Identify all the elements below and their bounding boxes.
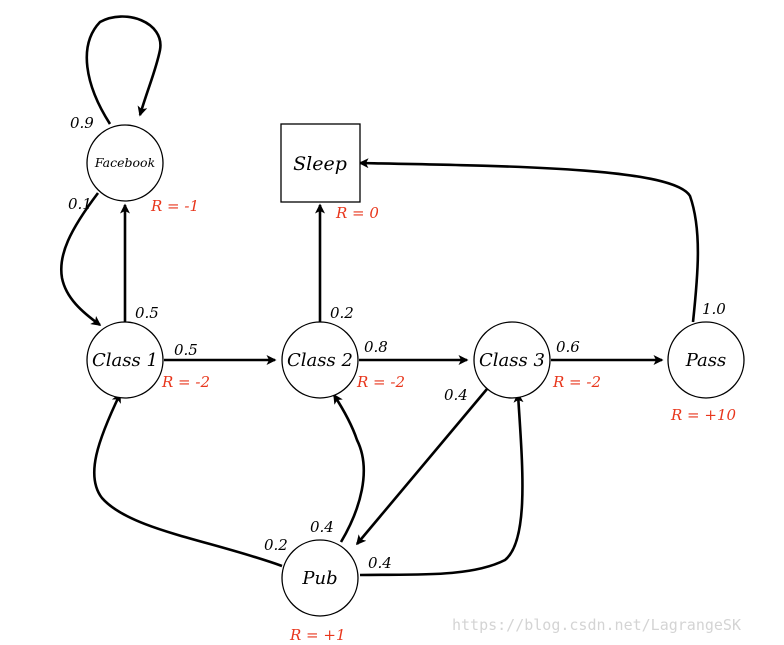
node-class2-circle xyxy=(281,321,359,399)
prob-label-pub-class2: 0.4 xyxy=(310,518,334,536)
reward-label-pass: R = +10 xyxy=(670,406,737,424)
reward-label-class2: R = -2 xyxy=(356,373,405,391)
node-class3-label: Class 3 xyxy=(479,350,545,371)
prob-label-class3-pass: 0.6 xyxy=(556,338,580,356)
edge-class3-to-pub xyxy=(356,388,488,546)
node-pub-circle xyxy=(281,539,359,617)
reward-label-class3: R = -2 xyxy=(552,373,601,391)
node-sleep-label: Sleep xyxy=(293,153,347,175)
node-pass: Pass xyxy=(667,321,745,399)
prob-label-class1-class2: 0.5 xyxy=(174,341,198,359)
edge-facebook-to-class1 xyxy=(59,192,102,327)
edge-pub-to-class2 xyxy=(332,393,365,543)
watermark-url: https://blog.csdn.net/LagrangeSK xyxy=(452,616,741,634)
node-class2-label: Class 2 xyxy=(287,350,353,371)
prob-label-class3-pub: 0.4 xyxy=(444,386,468,404)
node-sleep: Sleep xyxy=(280,123,361,203)
node-class2: Class 2 xyxy=(281,321,359,399)
node-class3-circle xyxy=(473,321,551,399)
prob-label-class2-class3: 0.8 xyxy=(364,338,388,356)
prob-label-pub-class1: 0.2 xyxy=(264,536,288,554)
node-pass-circle xyxy=(667,321,745,399)
prob-label-facebook-class1: 0.1 xyxy=(68,195,92,213)
prob-label-facebook-self: 0.9 xyxy=(70,114,94,132)
node-class1-circle xyxy=(86,321,164,399)
edge-pass-to-sleep xyxy=(358,158,700,323)
prob-label-pass-sleep: 1.0 xyxy=(702,300,726,318)
prob-label-class1-facebook: 0.5 xyxy=(135,304,159,322)
edge-pub-to-class3 xyxy=(359,392,524,577)
node-pass-label: Pass xyxy=(685,350,727,371)
node-class1: Class 1 xyxy=(86,321,164,399)
reward-label-pub: R = +1 xyxy=(289,626,346,644)
node-sleep-square xyxy=(280,123,361,203)
node-facebook: Facebook xyxy=(86,124,164,202)
node-facebook-label: Facebook xyxy=(94,155,155,170)
node-facebook-circle xyxy=(86,124,164,202)
node-class3: Class 3 xyxy=(473,321,551,399)
node-class1-label: Class 1 xyxy=(92,350,158,371)
prob-label-pub-class3: 0.4 xyxy=(368,554,392,572)
node-pub: Pub xyxy=(281,539,359,617)
prob-label-class2-sleep: 0.2 xyxy=(330,304,354,322)
reward-label-facebook: R = -1 xyxy=(150,197,199,215)
reward-label-sleep: R = 0 xyxy=(335,204,379,222)
reward-label-class1: R = -2 xyxy=(161,373,210,391)
edge-facebook-self-loop xyxy=(85,15,162,125)
node-pub-label: Pub xyxy=(301,568,337,589)
edge-pub-to-class1 xyxy=(93,392,283,568)
